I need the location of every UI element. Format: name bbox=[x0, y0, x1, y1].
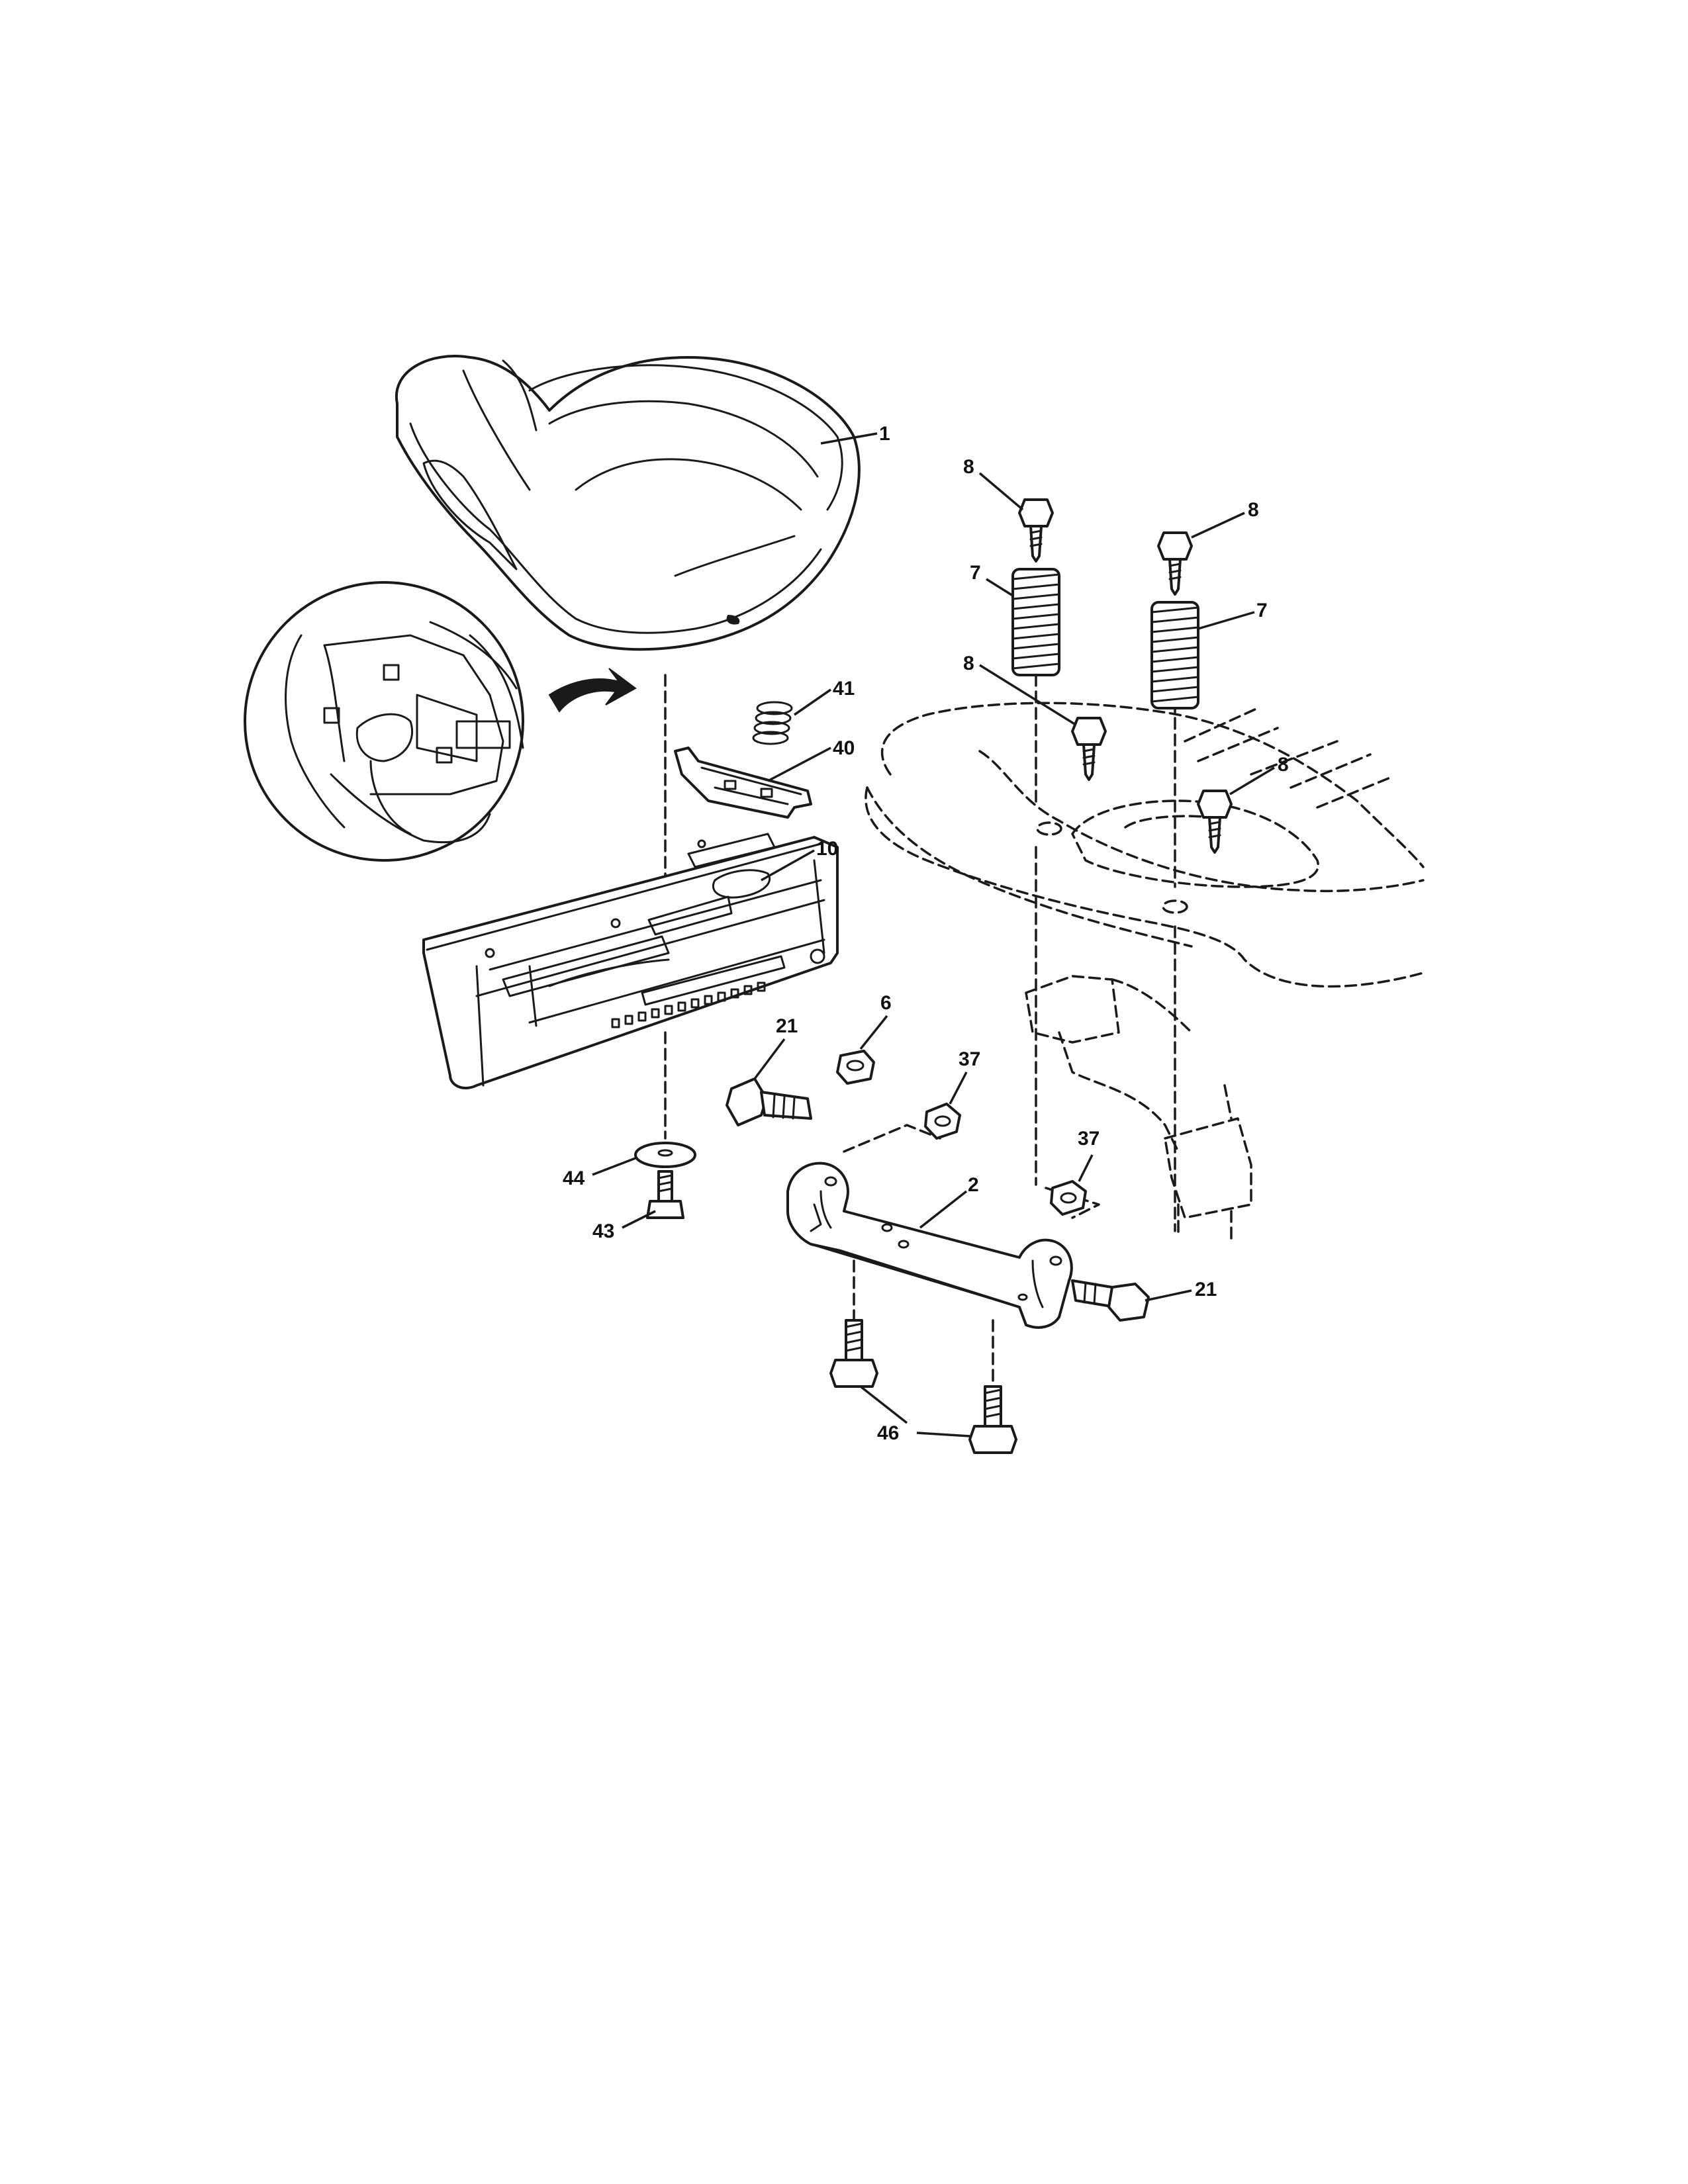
callout-leader-8a bbox=[978, 472, 1024, 511]
screw-8-c bbox=[1071, 717, 1107, 781]
washer bbox=[634, 1142, 696, 1168]
callout-leader-46a bbox=[859, 1385, 908, 1424]
callout-8d: 8 bbox=[1278, 754, 1289, 776]
callout-leader-6 bbox=[859, 1015, 888, 1050]
fender-outline bbox=[865, 702, 1425, 988]
callout-leader-7b bbox=[1197, 611, 1255, 630]
callout-1: 1 bbox=[879, 423, 890, 445]
callout-leader-41 bbox=[794, 688, 831, 716]
callout-leader-44 bbox=[592, 1157, 636, 1176]
seat-pan bbox=[422, 833, 839, 1089]
callout-leader-21b bbox=[1145, 1289, 1192, 1302]
callout-21b: 21 bbox=[1195, 1279, 1217, 1300]
hex-bolt-46-right bbox=[968, 1385, 1017, 1454]
callout-8a: 8 bbox=[963, 456, 974, 478]
screw-8-d bbox=[1197, 790, 1233, 854]
callout-leader-21a bbox=[753, 1038, 786, 1080]
callout-leader-40 bbox=[767, 747, 831, 782]
callout-7a: 7 bbox=[970, 562, 981, 584]
callout-8b: 8 bbox=[1248, 499, 1259, 521]
compression-spring-7-left bbox=[1011, 568, 1060, 676]
callout-leader-43 bbox=[622, 1210, 656, 1229]
callout-37a: 37 bbox=[959, 1048, 980, 1070]
compression-spring-7-right bbox=[1150, 601, 1199, 709]
callout-leader-8c bbox=[979, 664, 1076, 726]
callout-40: 40 bbox=[833, 737, 855, 759]
callout-10: 10 bbox=[816, 838, 838, 860]
callout-leader-2 bbox=[919, 1190, 968, 1229]
callout-2: 2 bbox=[968, 1174, 979, 1196]
seat bbox=[395, 355, 861, 651]
hex-nut-37-lower bbox=[1050, 1180, 1087, 1216]
hex-nut-37-upper bbox=[924, 1103, 961, 1140]
callout-7b: 7 bbox=[1256, 600, 1268, 621]
callout-41: 41 bbox=[833, 678, 855, 700]
callout-leader-10 bbox=[761, 849, 815, 882]
callout-leader-46b bbox=[916, 1432, 970, 1437]
shoulder-bolt-21-left bbox=[726, 1077, 812, 1126]
screw-8-a bbox=[1018, 498, 1054, 563]
callout-46: 46 bbox=[877, 1422, 899, 1444]
callout-37b: 37 bbox=[1078, 1128, 1100, 1150]
callout-leader-7a bbox=[986, 578, 1013, 597]
callout-leader-37b bbox=[1078, 1154, 1094, 1182]
small-spring bbox=[752, 701, 793, 745]
callout-43: 43 bbox=[592, 1220, 614, 1242]
callout-leader-8d bbox=[1229, 766, 1275, 796]
hex-bolt-46-left bbox=[829, 1319, 878, 1388]
seat-switch-bracket bbox=[674, 747, 812, 819]
callout-44: 44 bbox=[563, 1167, 585, 1189]
callout-8c: 8 bbox=[963, 653, 974, 674]
seat-bracket bbox=[786, 1161, 1073, 1329]
callout-21a: 21 bbox=[776, 1015, 798, 1037]
screw-8-b bbox=[1157, 531, 1193, 596]
callout-leader-8b bbox=[1191, 512, 1245, 539]
detail-view-circle bbox=[244, 581, 637, 862]
shoulder-bolt-21-right bbox=[1071, 1279, 1150, 1322]
frame-bracket-outline bbox=[1025, 975, 1252, 1246]
seat-pan-slot-row bbox=[611, 981, 766, 1028]
hex-nut-6 bbox=[836, 1050, 875, 1085]
callout-leader-37a bbox=[949, 1071, 968, 1105]
shoulder-bolt bbox=[646, 1170, 684, 1219]
callout-leader-1 bbox=[820, 432, 878, 445]
callout-6: 6 bbox=[880, 992, 892, 1014]
